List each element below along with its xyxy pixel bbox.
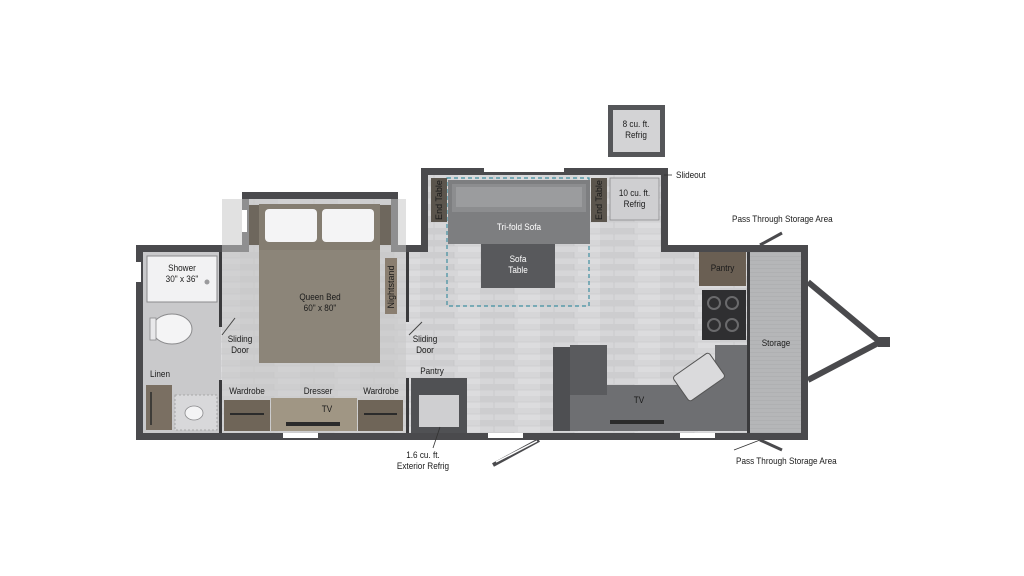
label-tv-living: TV	[633, 395, 645, 406]
label-sliding-door-right: Sliding Door	[412, 334, 438, 356]
dinette-table	[570, 345, 607, 395]
label-fridge-10: 10 cu. ft. Refrig	[618, 188, 651, 210]
wardrobe-right	[358, 400, 403, 431]
label-shower: Shower 30" x 36"	[165, 263, 199, 285]
nightstand	[385, 258, 397, 314]
label-tv-bedroom: TV	[321, 404, 333, 415]
label-queen-bed: Queen Bed 60" x 80"	[299, 292, 341, 314]
dinette-seat	[553, 347, 570, 431]
exterior-refrigerator	[419, 395, 459, 427]
label-pass-through-top: Pass Through Storage Area	[732, 214, 833, 225]
end-table-left	[431, 178, 447, 222]
label-slideout: Slideout	[676, 170, 706, 181]
label-wardrobe-right: Wardrobe	[363, 386, 399, 397]
linen-cabinet	[146, 385, 172, 430]
front-storage	[750, 252, 801, 433]
wardrobe-left	[224, 400, 270, 431]
label-nightstand: Nightstand	[386, 265, 396, 309]
kitchen-pantry	[699, 252, 746, 286]
bedroom-tv	[286, 422, 340, 426]
label-storage: Storage	[761, 338, 791, 349]
sofa-table	[481, 244, 555, 288]
label-pass-through-bottom: Pass Through Storage Area	[736, 456, 837, 467]
label-trifold-sofa: Tri-fold Sofa	[496, 222, 542, 233]
dresser	[271, 398, 357, 431]
label-linen: Linen	[150, 369, 170, 380]
label-exterior-fridge: 1.6 cu. ft. Exterior Refrig	[396, 450, 450, 472]
kitchen-counter	[568, 345, 747, 431]
label-end-table-right: End Table	[594, 180, 604, 220]
label-fridge-8: 8 cu. ft. Refrig	[622, 119, 650, 141]
cooktop	[702, 290, 746, 340]
trailer-hitch	[806, 279, 886, 383]
kitchen-sink	[673, 352, 725, 402]
label-end-table-left: End Table	[434, 180, 444, 220]
label-dresser: Dresser	[303, 386, 333, 397]
label-sliding-door-left: Sliding Door	[227, 334, 253, 356]
label-kitchen-pantry: Pantry	[710, 263, 735, 274]
end-table-right	[591, 178, 607, 222]
refrigerator-10cuft	[609, 177, 660, 221]
toilet	[151, 313, 193, 345]
label-front-pantry: Pantry	[420, 366, 444, 377]
living-tv	[610, 420, 664, 424]
shower	[146, 255, 218, 303]
label-wardrobe-left: Wardrobe	[229, 386, 265, 397]
label-sofa-table: Sofa Table	[508, 254, 528, 276]
